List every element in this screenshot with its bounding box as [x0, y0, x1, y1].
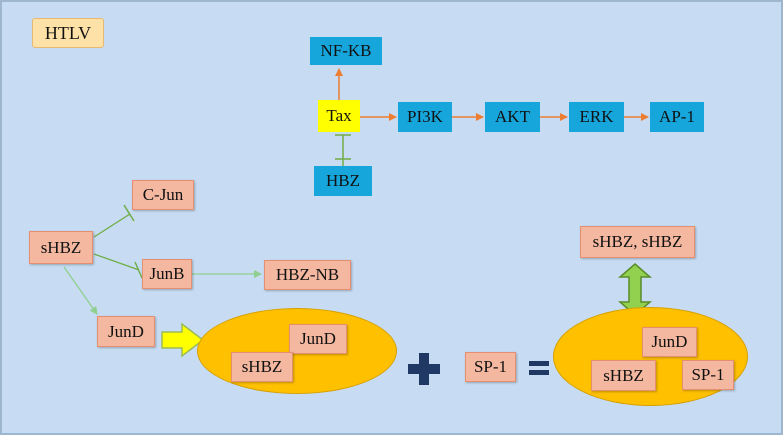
title-label: HTLV — [32, 18, 104, 48]
node-erk: ERK — [569, 102, 624, 132]
inhibit-shbz-cjun — [93, 213, 131, 238]
equals-operator — [528, 357, 550, 379]
node-ap-1: AP-1 — [650, 102, 704, 132]
node-junb: JunB — [142, 259, 192, 289]
node-c-jun: C-Jun — [132, 180, 194, 210]
complex1-jund: JunD — [289, 324, 347, 354]
arrow-shbz-jund — [63, 266, 98, 315]
node-shbz: sHBZ — [29, 231, 93, 264]
block-arrow-jund-complex — [161, 322, 205, 358]
node-sp-1: SP-1 — [465, 352, 516, 382]
node-nf-kb: NF-KB — [310, 37, 382, 65]
node-tax: Tax — [318, 100, 360, 132]
plus-icon — [408, 353, 440, 385]
complex1-shbz: sHBZ — [231, 352, 293, 382]
node-jund: JunD — [97, 316, 155, 347]
inhibit-shbz-junb-bar — [134, 261, 143, 279]
inhibit-shbz-junb — [93, 253, 140, 271]
equals-icon — [529, 361, 549, 375]
complex2-sp-1: SP-1 — [682, 360, 734, 390]
node-hbz-nb: HBZ-NB — [264, 260, 351, 290]
complex2-shbz: sHBZ — [591, 360, 656, 391]
node-shbz-dimer: sHBZ, sHBZ — [580, 226, 695, 258]
inhibit-shbz-cjun-bar — [123, 204, 135, 222]
plus-operator — [405, 350, 443, 388]
node-akt: AKT — [485, 102, 540, 132]
node-hbz: HBZ — [314, 166, 372, 196]
node-pi3k: PI3K — [398, 102, 452, 132]
complex2-jund: JunD — [642, 327, 697, 357]
